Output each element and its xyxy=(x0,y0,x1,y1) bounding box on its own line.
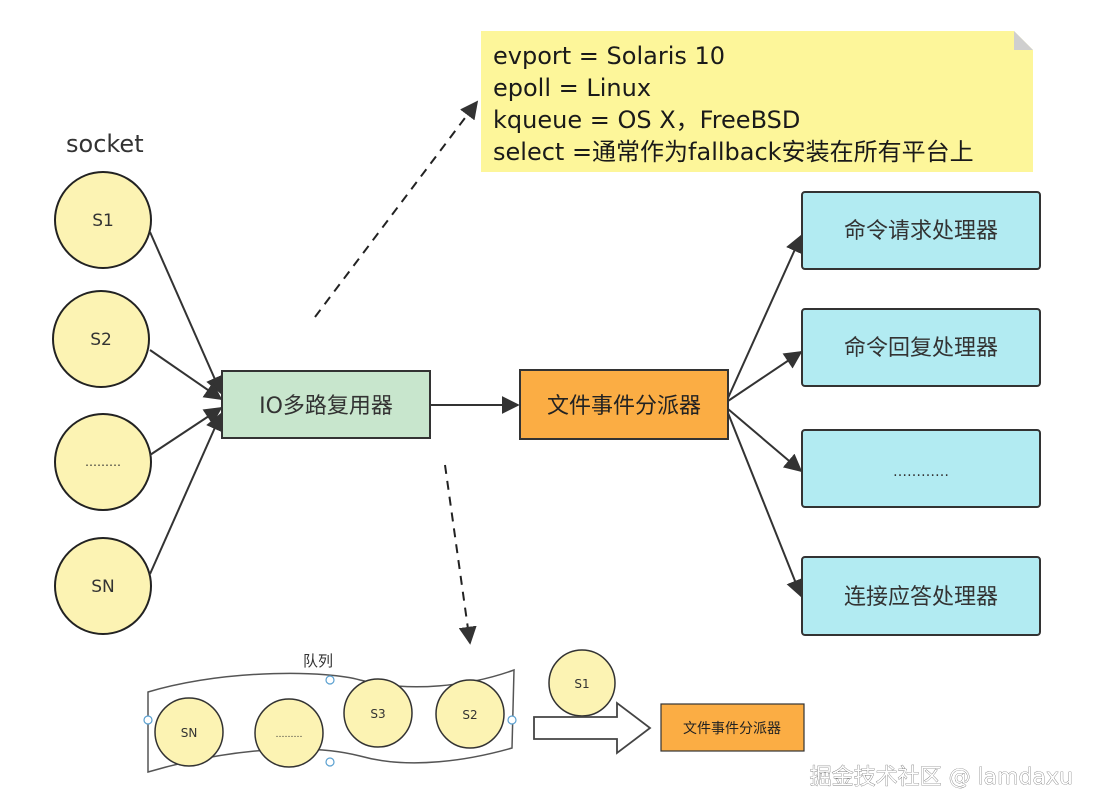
arrow-socket-to-multiplexer xyxy=(149,231,223,395)
dashed-arrow-to-queue xyxy=(444,464,477,645)
socket-circle xyxy=(54,537,152,635)
queue-item-label: ……… xyxy=(276,730,303,740)
handler-command-reply: 命令回复处理器 xyxy=(801,308,1041,387)
socket-name: ……… xyxy=(85,455,121,469)
socket-name: S2 xyxy=(90,330,112,350)
socket-ellipsis: ……… xyxy=(54,413,152,511)
handler-label: 命令请求处理器 xyxy=(844,219,998,244)
socket-sn: SN xyxy=(54,537,152,635)
socket-circle xyxy=(52,290,150,388)
handler-rect xyxy=(801,308,1041,387)
queue-handle xyxy=(325,757,335,767)
handler-label: ………… xyxy=(893,464,949,480)
socket-circle xyxy=(54,413,152,511)
arrow-dispatcher-to-handler xyxy=(727,350,803,402)
queue-handle xyxy=(143,715,153,725)
note-line: kqueue = OS X，FreeBSD xyxy=(493,106,800,134)
queue-handle xyxy=(507,715,517,725)
queue-item-circle xyxy=(435,679,505,749)
queue-item-circle xyxy=(154,697,224,767)
multiplexer-rect xyxy=(221,370,431,439)
note-line: evport = Solaris 10 xyxy=(493,42,725,70)
small-dispatcher-box: 文件事件分派器 xyxy=(660,703,805,752)
note-line: select =通常作为fallback安装在所有平台上 xyxy=(493,138,974,166)
queue-item-s2: S2 xyxy=(435,679,505,749)
small-dispatcher-rect xyxy=(660,703,805,752)
socket-name: SN xyxy=(91,577,115,597)
note-line: epoll = Linux xyxy=(493,74,651,102)
file-event-dispatcher-box: 文件事件分派器 xyxy=(519,369,729,440)
block-arrow-icon xyxy=(533,701,652,755)
arrow-socket-to-multiplexer xyxy=(149,349,223,401)
queue-item-s3: S3 xyxy=(343,678,413,748)
note-fold xyxy=(1014,31,1033,50)
dequeued-circle xyxy=(548,649,616,717)
queue-label: 队列 xyxy=(303,652,333,670)
handler-rect xyxy=(801,191,1041,270)
queue-item-label: SN xyxy=(181,726,198,740)
dispatcher-label: 文件事件分派器 xyxy=(547,394,701,419)
handler-label: 命令回复处理器 xyxy=(844,336,998,361)
handler-rect xyxy=(801,556,1041,636)
arrow-dispatcher-to-handler xyxy=(727,234,803,399)
note-paper xyxy=(481,31,1033,172)
queue-shape xyxy=(143,668,517,774)
dashed-arrow-to-note xyxy=(314,100,479,318)
dequeued-socket-s1: S1 xyxy=(548,649,616,717)
queue-item-ellipsis: ……… xyxy=(254,698,324,768)
multiplexer-label: IO多路复用器 xyxy=(259,394,393,419)
dequeued-label: S1 xyxy=(574,677,589,691)
queue-item-label: S2 xyxy=(462,708,477,722)
handler-ellipsis: ………… xyxy=(801,429,1041,508)
queue-handle xyxy=(325,675,335,685)
arrow-dispatcher-to-handler xyxy=(727,412,804,598)
io-multiplexer-box: IO多路复用器 xyxy=(221,370,431,439)
queue-item-circle xyxy=(254,698,324,768)
handler-label: 连接应答处理器 xyxy=(844,585,998,610)
socket-name: S1 xyxy=(92,211,114,231)
arrow-dispatcher-to-handler xyxy=(727,408,803,473)
socket-circle xyxy=(54,171,152,269)
implementation-note: evport = Solaris 10 epoll = Linux kqueue… xyxy=(481,31,1033,172)
handler-rect xyxy=(801,429,1041,508)
socket-label: socket xyxy=(66,130,144,158)
handler-command-request: 命令请求处理器 xyxy=(801,191,1041,270)
queue-item-label: S3 xyxy=(370,707,385,721)
socket-s1: S1 xyxy=(54,171,152,269)
arrow-socket-to-multiplexer xyxy=(149,407,223,456)
arrow-socket-to-multiplexer xyxy=(149,412,223,575)
handler-connection-accept: 连接应答处理器 xyxy=(801,556,1041,636)
dispatcher-rect xyxy=(519,369,729,440)
watermark: 掘金技术社区 @ lamdaxu xyxy=(810,765,1073,790)
socket-s2: S2 xyxy=(52,290,150,388)
queue-item-circle xyxy=(343,678,413,748)
queue-item-sn: SN xyxy=(154,697,224,767)
small-dispatcher-label: 文件事件分派器 xyxy=(683,721,781,737)
